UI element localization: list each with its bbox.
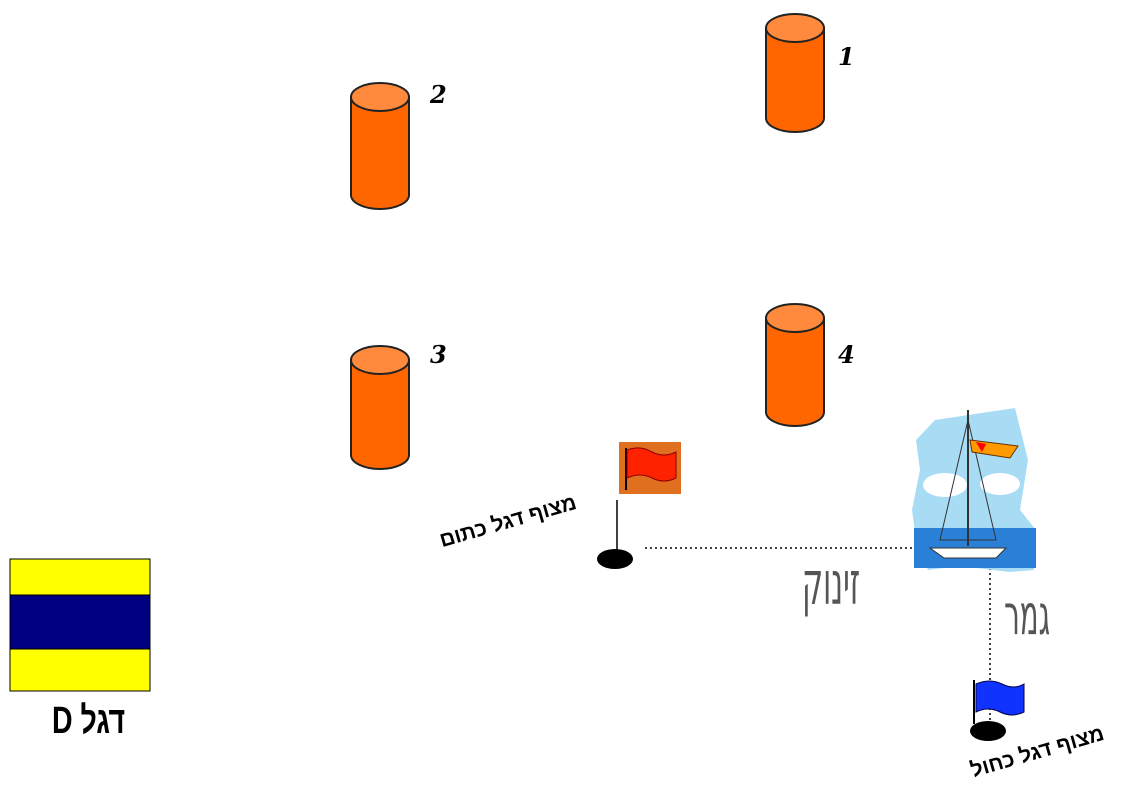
buoy-1-number: 1 (838, 42, 855, 71)
finish-line-label-text: גמר (1004, 583, 1050, 648)
buoy-4 (765, 303, 825, 427)
d-flag-label: דגל D (52, 700, 126, 742)
orange-flag (626, 447, 677, 482)
buoy-3 (350, 345, 410, 470)
finish-line-label: גמר (984, 582, 1050, 650)
buoy-1 (765, 13, 825, 133)
buoy-2-number: 2 (430, 80, 447, 109)
blue-flag (975, 680, 1025, 716)
blue-flag-buoy (970, 680, 1025, 741)
buoy-4-number: 4 (838, 340, 855, 369)
blue-buoy-marker (970, 721, 1006, 741)
orange-buoy-marker (597, 549, 633, 569)
start-line-label-text: זינוק (802, 549, 860, 619)
d-flag (9, 558, 151, 692)
orange-flag-buoy (597, 442, 681, 569)
start-line-label: זינוק (739, 548, 860, 620)
buoy-3-number: 3 (430, 340, 447, 369)
buoy-2 (350, 82, 410, 210)
committee-boat (912, 408, 1036, 572)
